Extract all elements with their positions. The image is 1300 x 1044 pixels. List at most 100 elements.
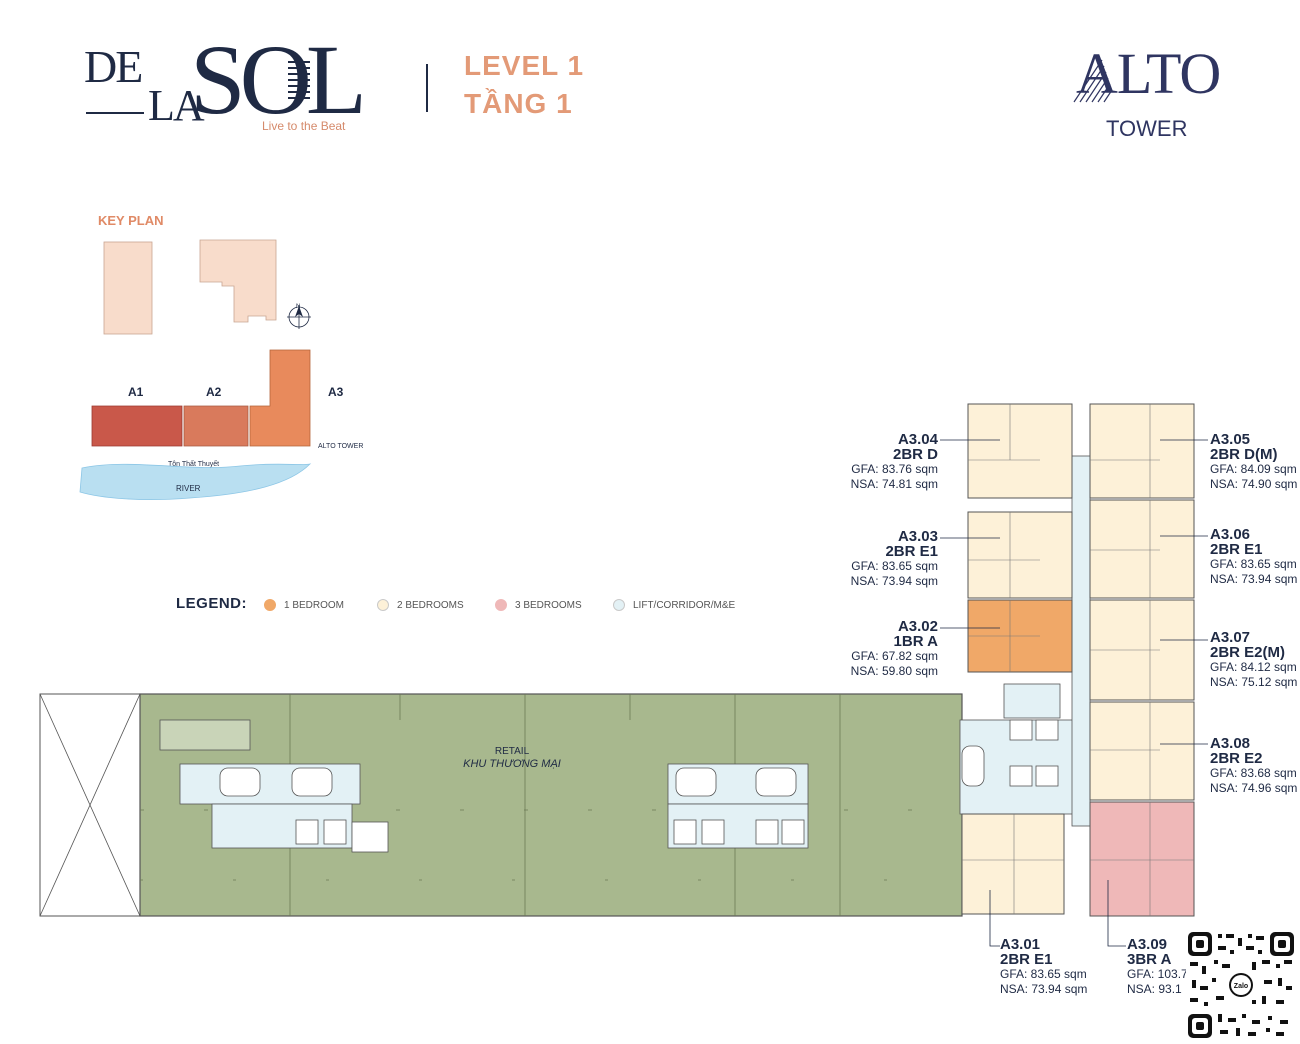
level-title-vi: TẦNG 1 — [464, 88, 573, 119]
unit-block-a3-04 — [967, 403, 1073, 499]
unit-type: 3BR A — [1127, 951, 1172, 968]
unit-gfa: GFA: 83.68 sqm — [1210, 766, 1297, 780]
unit-nsa: NSA: 73.94 sqm — [1210, 572, 1298, 586]
legend-label-1br: 1 BEDROOM — [284, 599, 345, 611]
unit-code: A3.01 — [1000, 936, 1041, 953]
unit-gfa: GFA: 83.65 sqm — [1210, 557, 1297, 571]
unit-type: 2BR D(M) — [1210, 446, 1278, 463]
brand-sol: SOL — [190, 24, 367, 135]
alto-logo-sub: TOWER — [1106, 116, 1188, 141]
retail-label-vi: KHU THƯƠNG MẠI — [463, 758, 561, 770]
header-divider — [426, 64, 428, 112]
unit-nsa: NSA: 59.80 sqm — [850, 664, 938, 678]
unit-type: 1BR A — [893, 633, 938, 650]
unit-type: 2BR E1 — [1210, 541, 1263, 558]
unit-nsa: NSA: 73.94 sqm — [1000, 982, 1088, 996]
keyplan-label-a2: A2 — [206, 385, 222, 399]
north-label: N — [296, 304, 300, 310]
brand-de: DE — [84, 41, 143, 92]
unit-block-a3-09 — [1089, 801, 1195, 917]
unit-type: 2BR E2(M) — [1210, 644, 1286, 661]
key-plan-map: N A1 A2 A3 ALTO TOWER Tôn Thất Thuyết RI… — [79, 239, 363, 501]
unit-label-a3-05: A3.05 2BR D(M) GFA: 84.09 sqm NSA: 74.90… — [1210, 432, 1300, 492]
keyplan-label-a3: A3 — [328, 385, 344, 399]
legend-label-3br: 3 BEDROOMS — [515, 599, 582, 611]
brand-tagline: Live to the Beat — [262, 119, 346, 133]
unit-block-a3-01 — [961, 813, 1065, 915]
units-left-column — [961, 403, 1073, 915]
tower-corridor — [959, 455, 1091, 827]
keyplan-street: Tôn Thất Thuyết — [168, 459, 219, 468]
unit-block-a3-05 — [1089, 403, 1195, 499]
unit-code: A3.08 — [1210, 735, 1251, 752]
unit-code: A3.03 — [897, 528, 938, 545]
unit-nsa: NSA: 73.94 sqm — [850, 574, 938, 588]
legend-swatch-1br — [264, 599, 276, 611]
unit-partitions — [962, 404, 1194, 916]
unit-label-a3-06: A3.06 2BR E1 GFA: 83.65 sqm NSA: 73.94 s… — [1210, 527, 1300, 587]
keyplan-river-label: RIVER — [176, 484, 201, 493]
units-right-column — [1089, 403, 1195, 917]
keyplan-block-a2 — [183, 405, 249, 447]
unit-code: A3.07 — [1210, 629, 1251, 646]
unit-label-a3-03: A3.03 2BR E1 GFA: 83.65 sqm NSA: 73.94 s… — [836, 529, 938, 589]
legend-label-lift: LIFT/CORRIDOR/M&E — [633, 599, 736, 611]
unit-code: A3.09 — [1127, 937, 1168, 953]
keyplan-river — [79, 463, 312, 501]
keyplan-tower-label: ALTO TOWER — [318, 443, 363, 450]
keyplan-block-a1 — [91, 405, 183, 447]
alto-stripes-icon — [1073, 59, 1113, 103]
legend-swatch-2br — [377, 599, 389, 611]
legend-swatch-3br — [495, 599, 507, 611]
legend-title: LEGEND: — [176, 595, 247, 612]
unit-type: 2BR D — [892, 446, 938, 463]
unit-gfa: GFA: 84.12 sqm — [1210, 660, 1297, 674]
unit-gfa: GFA: 103.7 — [1127, 967, 1187, 981]
keyplan-building-left — [103, 241, 153, 335]
core-middle — [667, 763, 809, 849]
unit-gfa: GFA: 84.09 sqm — [1210, 462, 1297, 476]
brand-stripes-icon — [288, 61, 310, 99]
keyplan-block-a3 — [249, 349, 311, 447]
unit-gfa: GFA: 67.82 sqm — [851, 649, 938, 663]
qr-code[interactable]: Zalo — [1186, 930, 1296, 1040]
unit-block-a3-03 — [967, 511, 1073, 599]
north-arrow-icon — [287, 305, 311, 329]
keyplan-label-a1: A1 — [128, 385, 144, 399]
unit-type: 2BR E1 — [1000, 951, 1053, 968]
keyplan-building-right — [199, 239, 277, 323]
brand-underline — [86, 112, 144, 114]
unit-nsa: NSA: 74.90 sqm — [1210, 477, 1298, 491]
unit-code: A3.05 — [1210, 431, 1251, 448]
legend-item-1br: 1 BEDROOM — [264, 599, 344, 611]
unit-label-a3-04: A3.04 2BR D GFA: 83.76 sqm NSA: 74.81 sq… — [836, 432, 938, 492]
unit-nsa: NSA: 93.1 — [1127, 982, 1182, 996]
alto-logo-text: ALTO — [1076, 41, 1221, 106]
unit-gfa: GFA: 83.65 sqm — [1000, 967, 1087, 981]
legend-item-2br: 2 BEDROOMS — [377, 599, 464, 611]
unit-code: A3.06 — [1210, 526, 1251, 543]
leader-lines — [940, 439, 1208, 947]
legend-item-3br: 3 BEDROOMS — [495, 599, 582, 611]
legend-label-2br: 2 BEDROOMS — [397, 599, 464, 611]
unit-gfa: GFA: 83.76 sqm — [851, 462, 938, 476]
unit-nsa: NSA: 74.81 sqm — [850, 477, 938, 491]
legend-swatch-lift — [613, 599, 625, 611]
void-bay — [39, 693, 141, 917]
unit-label-a3-08: A3.08 2BR E2 GFA: 83.68 sqm NSA: 74.96 s… — [1210, 736, 1300, 796]
unit-label-a3-09: A3.09 3BR A GFA: 103.7 NSA: 93.1 — [1127, 937, 1187, 997]
unit-type: 2BR E1 — [885, 543, 938, 560]
qr-center-label: Zalo — [1234, 983, 1248, 990]
unit-nsa: NSA: 75.12 sqm — [1210, 675, 1298, 689]
legend-item-lift: LIFT/CORRIDOR/M&E — [613, 599, 735, 611]
unit-label-a3-01: A3.01 2BR E1 GFA: 83.65 sqm NSA: 73.94 s… — [1000, 937, 1100, 997]
unit-label-a3-02: A3.02 1BR A GFA: 67.82 sqm NSA: 59.80 sq… — [836, 619, 938, 679]
level-title-en: LEVEL 1 — [464, 50, 585, 81]
brand-la: LA — [148, 81, 205, 130]
unit-gfa: GFA: 83.65 sqm — [851, 559, 938, 573]
unit-label-a3-07: A3.07 2BR E2(M) GFA: 84.12 sqm NSA: 75.1… — [1210, 630, 1300, 690]
unit-block-a3-08 — [1089, 701, 1195, 801]
unit-nsa: NSA: 74.96 sqm — [1210, 781, 1298, 795]
unit-code: A3.04 — [897, 431, 938, 448]
